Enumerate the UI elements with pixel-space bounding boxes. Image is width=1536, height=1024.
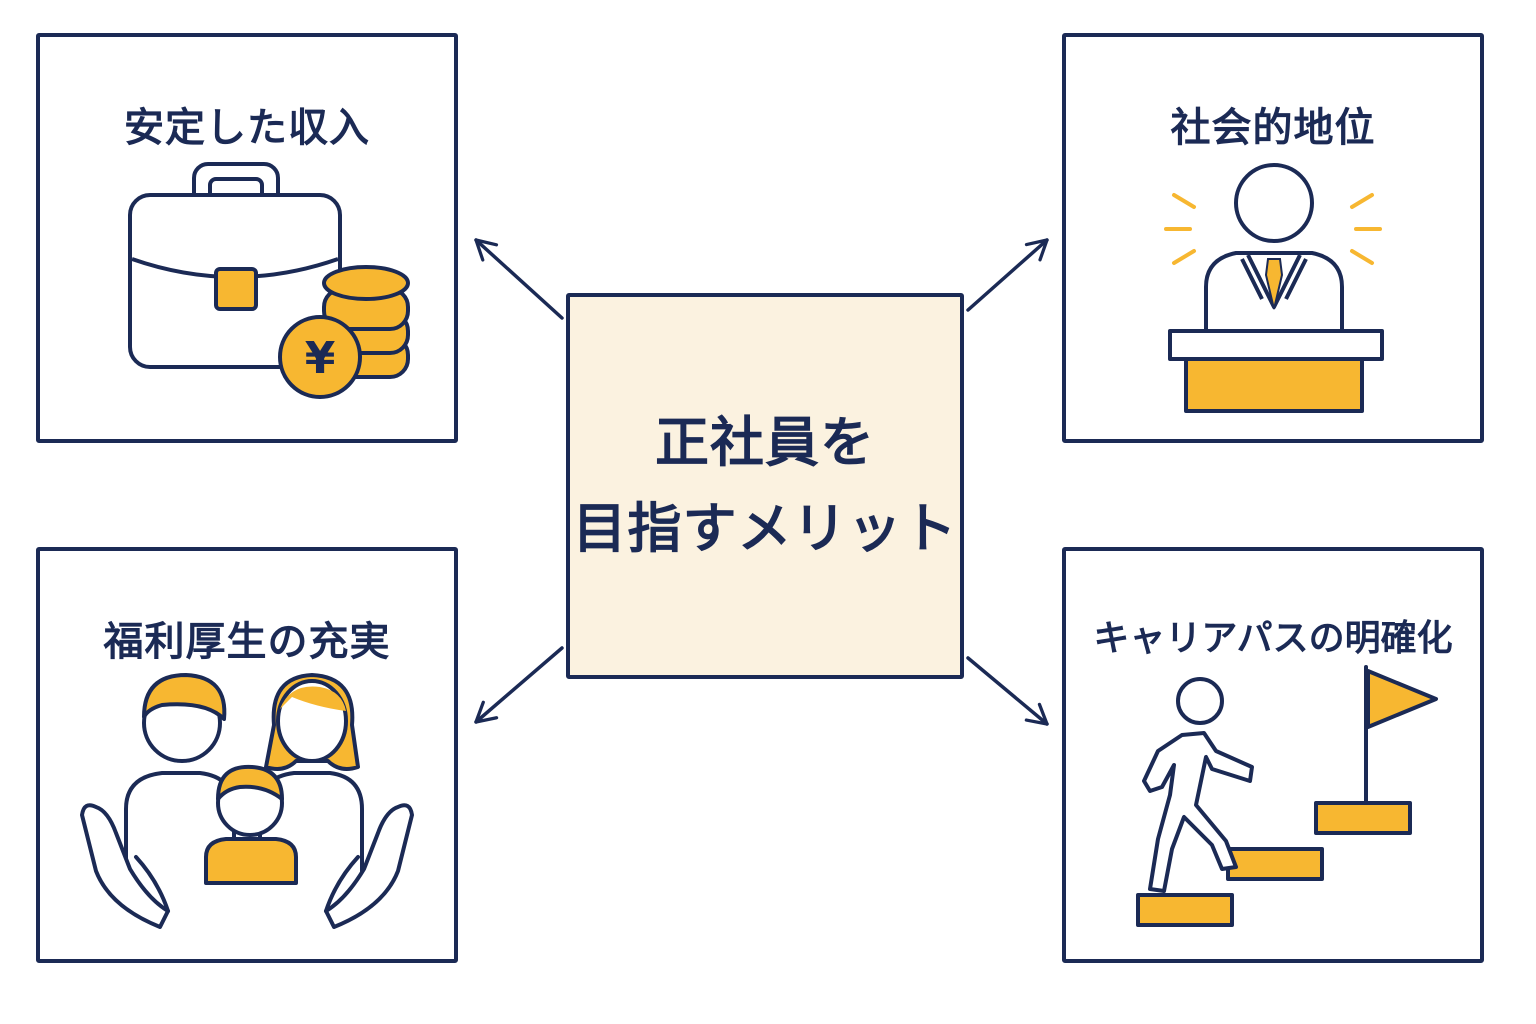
benefit-box-social-status: 社会的地位 [1062,33,1484,443]
center-title-line-2: 目指すメリット [572,497,958,560]
yen-symbol: ¥ [305,333,336,384]
benefit-box-stable-income: 安定した収入 ¥ [36,33,458,443]
benefit-title: 安定した収入 [124,105,370,151]
family-in-hands-icon [80,673,414,929]
briefcase-yen-coins-icon: ¥ [128,162,410,399]
benefit-box-welfare: 福利厚生の充実 [36,547,458,963]
arrow-bottom-right [966,656,1049,726]
arrow-top-left [474,238,564,320]
benefit-title: キャリアパスの明確化 [1093,618,1453,659]
arrow-bottom-left [474,646,564,724]
center-title-line-1: 正社員を [655,411,875,474]
center-topic-box: 正社員を 目指すメリット [566,293,964,679]
arrow-top-right [966,238,1049,312]
benefit-title: 社会的地位 [1170,105,1376,151]
benefit-box-career-path: キャリアパスの明確化 [1062,547,1484,963]
benefit-title: 福利厚生の充実 [103,619,391,665]
person-climbing-steps-flag-icon [1136,665,1438,927]
speaker-at-podium-icon [1164,163,1384,413]
